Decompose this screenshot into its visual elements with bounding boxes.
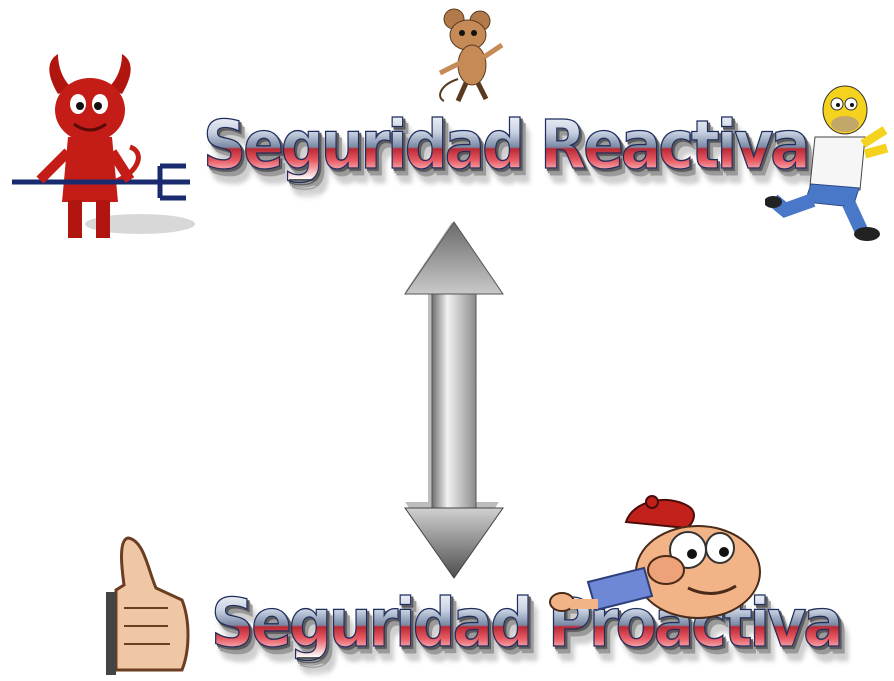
cartoon-man-icon — [549, 495, 761, 619]
title-reactive: Seguridad Reactiva — [202, 106, 811, 185]
mouse-icon — [438, 8, 504, 103]
thumbs-up-icon — [106, 536, 190, 675]
double-arrow-icon — [404, 221, 504, 579]
devil-icon — [12, 54, 195, 238]
running-man-icon — [765, 85, 889, 241]
